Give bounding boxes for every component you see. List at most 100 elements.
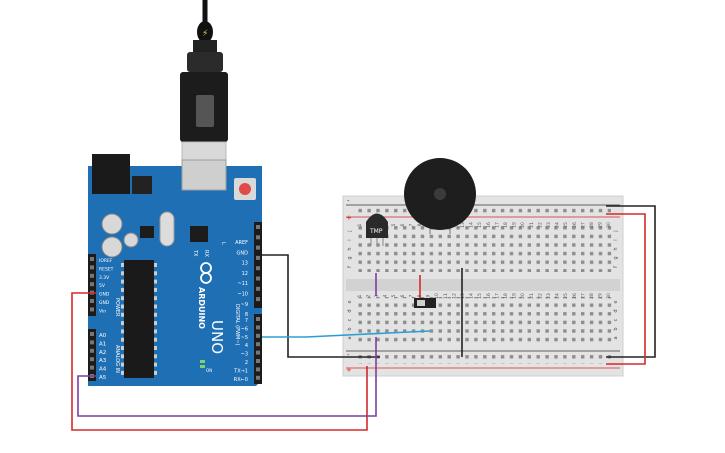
column-number: 27: [580, 293, 586, 299]
l-led-label: L: [220, 242, 226, 245]
column-number: 18: [503, 222, 509, 228]
column-number: 17: [494, 293, 500, 299]
column-number: 29: [598, 222, 604, 228]
row-letter: b: [347, 327, 353, 330]
row-letter: g: [613, 256, 619, 259]
row-letter: a: [613, 336, 619, 339]
column-number: 6: [400, 294, 406, 297]
rail-plus-bottom: +: [346, 366, 352, 374]
row-letter: c: [347, 318, 353, 321]
digital-header-bottom: [254, 314, 262, 384]
column-number: 17: [494, 222, 500, 228]
power-pin-label: GND: [99, 300, 110, 306]
row-letter: d: [613, 309, 619, 312]
digital-pin-label: ~10: [237, 292, 248, 298]
column-number: 28: [589, 222, 595, 228]
uno-model-text: UNO: [208, 320, 226, 354]
breadboard-column-numbers: 1122334455667788991010111112121313141415…: [357, 222, 612, 299]
column-number: 8: [417, 223, 423, 226]
column-number: 26: [572, 222, 578, 228]
column-number: 9: [426, 294, 432, 297]
wire-right-red: [606, 213, 646, 365]
breadboard[interactable]: - + - + 11223344556677889910101111121213…: [342, 195, 624, 377]
wire-gnd-to-rail: [262, 254, 380, 358]
column-number: 1: [357, 294, 363, 297]
power-pin-label: RESET: [99, 266, 114, 272]
column-number: 22: [537, 222, 543, 228]
row-letter: e: [613, 300, 619, 303]
column-number: 24: [555, 293, 561, 299]
arduino-uno-board[interactable]: TX RX L ARDUINO UNO ON POWER IOREFRESET3…: [88, 154, 262, 386]
capacitor-3: [123, 232, 139, 248]
digital-pin-label: ~3: [241, 352, 248, 358]
piezo-buzzer[interactable]: [404, 158, 476, 234]
digital-pin-label: 13: [242, 261, 248, 267]
analog-pin-label: A0: [99, 333, 107, 339]
row-letter: j: [613, 230, 619, 232]
digital-pin-label: GND: [237, 250, 249, 256]
column-number: 3: [374, 294, 380, 297]
column-number: 14: [469, 293, 475, 299]
digital-pin-label: 8: [245, 312, 248, 318]
wires[interactable]: [71, 205, 656, 431]
column-number: 18: [503, 293, 509, 299]
dc-jack: [92, 154, 130, 194]
svg-text:⚡: ⚡: [202, 29, 208, 39]
power-pin-label: Vin: [99, 308, 106, 314]
capacitor-2: [101, 236, 123, 258]
row-letter: j: [347, 230, 353, 232]
wire-pin5-to-buzzer: [262, 330, 431, 338]
row-letter: c: [613, 318, 619, 321]
rail-minus-top: -: [347, 197, 350, 205]
wire-5v-to-rail: [71, 292, 368, 431]
digital-pin-label: 12: [242, 271, 248, 277]
column-number: 6: [400, 223, 406, 226]
column-number: 14: [469, 222, 475, 228]
row-letter: i: [347, 239, 353, 240]
digital-header-top: [254, 222, 262, 308]
row-letter: h: [347, 247, 353, 250]
analog-header-title: ANALOG IN: [114, 345, 120, 373]
crystal-oscillator: [159, 211, 175, 247]
voltage-regulator: [132, 176, 152, 194]
column-number: 20: [520, 293, 526, 299]
wire-sensor-to-a0: [77, 337, 377, 417]
column-number: 13: [460, 222, 466, 228]
column-number: 21: [529, 222, 535, 228]
analog-pin-label: A1: [99, 341, 106, 347]
column-number: 30: [606, 293, 612, 299]
rail-minus-bottom: -: [347, 351, 350, 359]
column-number: 23: [546, 293, 552, 299]
analog-pin-label: A4: [99, 367, 107, 373]
analog-pin-label: A2: [99, 350, 106, 356]
digital-pin-label: RX←0: [234, 377, 248, 383]
row-letter: a: [347, 336, 353, 339]
row-letter: b: [613, 327, 619, 330]
atmega-chip: [124, 260, 154, 378]
column-number: 19: [512, 293, 518, 299]
column-number: 30: [606, 222, 612, 228]
column-number: 4: [383, 294, 389, 297]
slide-switch[interactable]: [414, 298, 436, 308]
column-number: 22: [537, 293, 543, 299]
column-number: 7: [408, 223, 414, 226]
analog-header: [88, 329, 96, 381]
capacitor-1: [101, 213, 123, 235]
column-number: 5: [391, 223, 397, 226]
row-letter: e: [347, 300, 353, 303]
column-number: 23: [546, 222, 552, 228]
tmp-temperature-sensor[interactable]: TMP: [366, 213, 388, 247]
column-number: 19: [512, 222, 518, 228]
rx-label: RX: [203, 250, 209, 257]
usb-socket: [181, 159, 227, 191]
row-letter: g: [347, 256, 353, 259]
digital-pin-label: ~5: [241, 335, 248, 341]
row-letter: f: [347, 266, 353, 268]
digital-pin-label: 2: [245, 360, 248, 366]
column-number: 10: [434, 293, 440, 299]
column-number: 13: [460, 293, 466, 299]
